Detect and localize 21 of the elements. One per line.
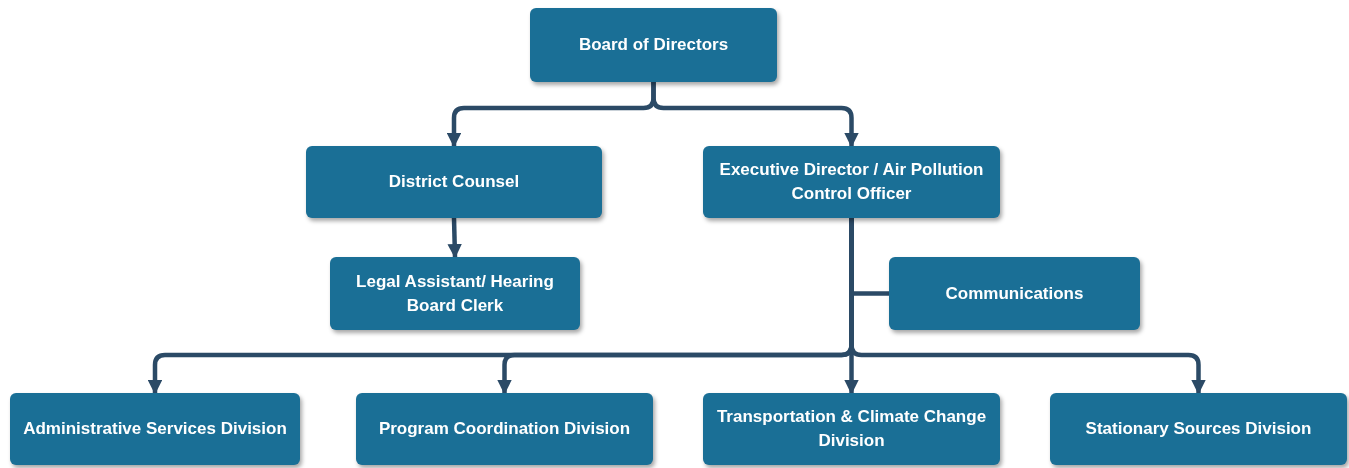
connector-arrow [651, 82, 859, 148]
org-box [703, 146, 1000, 218]
box-title: Stationary Sources Division [1085, 418, 1312, 440]
box-title: Board of Directors [578, 34, 729, 56]
org-box [10, 393, 300, 465]
org-box [330, 257, 580, 330]
box-title: Transportation & Climate Change Division [715, 406, 988, 452]
box-title: Communications [945, 282, 1084, 305]
box-title: Legal Assistant/ Hearing Board Clerk [355, 270, 555, 317]
org-box [306, 146, 602, 218]
org-box [356, 393, 653, 465]
org-box [1050, 393, 1347, 465]
box-title: District Counsel [388, 171, 520, 193]
connector-arrow [447, 217, 462, 259]
connector-arrow [849, 218, 1206, 395]
org-box [530, 8, 777, 82]
box-title: Executive Director / Air Pollution Control Officer [718, 159, 985, 205]
org-box [889, 257, 1140, 330]
org-box [703, 393, 1000, 465]
box-title: Administrative Services Division [23, 418, 287, 440]
box-title: Program Coordination Division [378, 418, 631, 440]
